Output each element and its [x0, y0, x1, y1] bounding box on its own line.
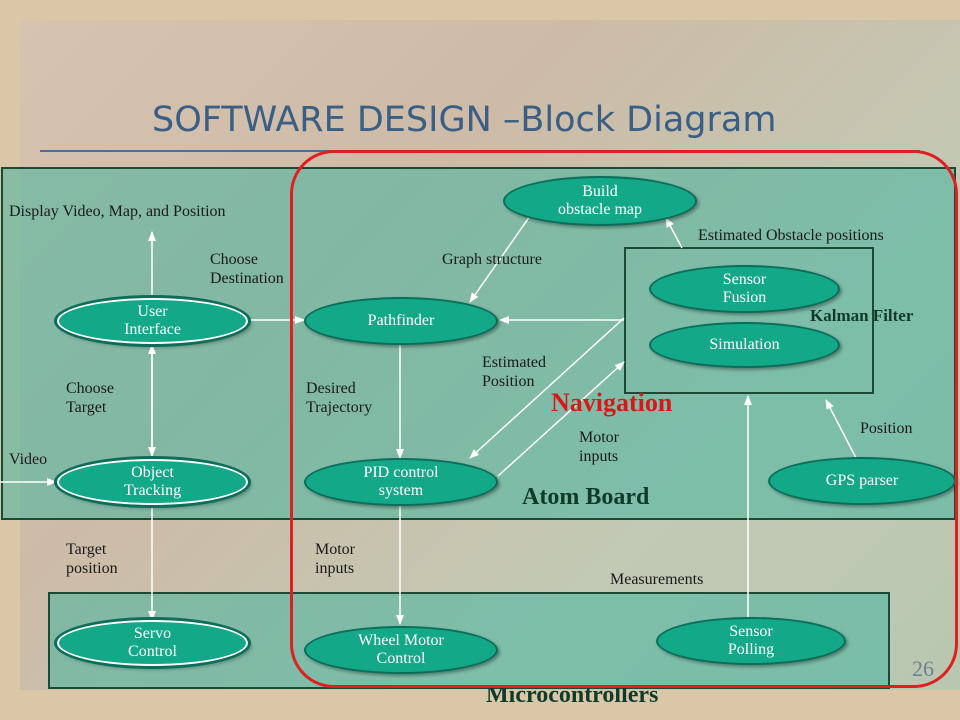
slide-number: 26	[912, 656, 934, 681]
sensor-polling-node: Sensor Polling	[656, 617, 846, 665]
label-target-position: Target position	[66, 541, 118, 578]
arrow-fusion-to-obstacle-map	[665, 217, 683, 249]
label-video: Video	[9, 451, 48, 468]
label-position: Position	[860, 420, 913, 437]
label-desired-trajectory: Desired Trajectory	[306, 380, 373, 417]
kalman-filter-region	[624, 247, 874, 394]
kalman-filter-label: Kalman Filter	[810, 306, 914, 325]
label-choose-target: Choose Target	[66, 380, 114, 417]
label-choose-destination: Choose Destination	[210, 251, 284, 288]
gps-parser-node: GPS parser	[768, 457, 956, 505]
label-estimated-position: Estimated Position	[482, 354, 546, 391]
slide-title: SOFTWARE DESIGN –Block Diagram	[152, 100, 777, 140]
arrow-pid-to-kalman	[497, 361, 625, 477]
label-graph-structure: Graph structure	[442, 251, 542, 268]
atom-board-label: Atom Board	[522, 484, 650, 510]
label-measurements: Measurements	[610, 571, 704, 588]
pid-control-node: PID control system	[304, 458, 498, 506]
arrow-kalman-to-pid	[469, 317, 625, 459]
user-interface-node: User Interface	[57, 298, 248, 344]
label-motor-inputs-lower: Motor inputs	[315, 541, 355, 578]
pathfinder-node: Pathfinder	[304, 297, 498, 345]
arrow-obstacle-map-to-pathfinder	[469, 215, 531, 303]
build-obstacle-map-node: Build obstacle map	[503, 176, 697, 226]
simulation-node: Simulation	[649, 322, 840, 368]
label-estimated-obstacle: Estimated Obstacle positions	[698, 227, 884, 244]
object-tracking-node: Object Tracking	[57, 459, 248, 505]
sensor-fusion-node: Sensor Fusion	[649, 265, 840, 313]
navigation-label: Navigation	[551, 388, 673, 417]
navigation-region	[290, 150, 958, 688]
label-motor-inputs-upper: Motor inputs	[579, 429, 619, 466]
label-display: Display Video, Map, and Position	[9, 203, 226, 220]
servo-control-node: Servo Control	[57, 620, 248, 666]
arrow-gps-to-kalman	[825, 399, 857, 459]
wheel-motor-control-node: Wheel Motor Control	[304, 626, 498, 674]
